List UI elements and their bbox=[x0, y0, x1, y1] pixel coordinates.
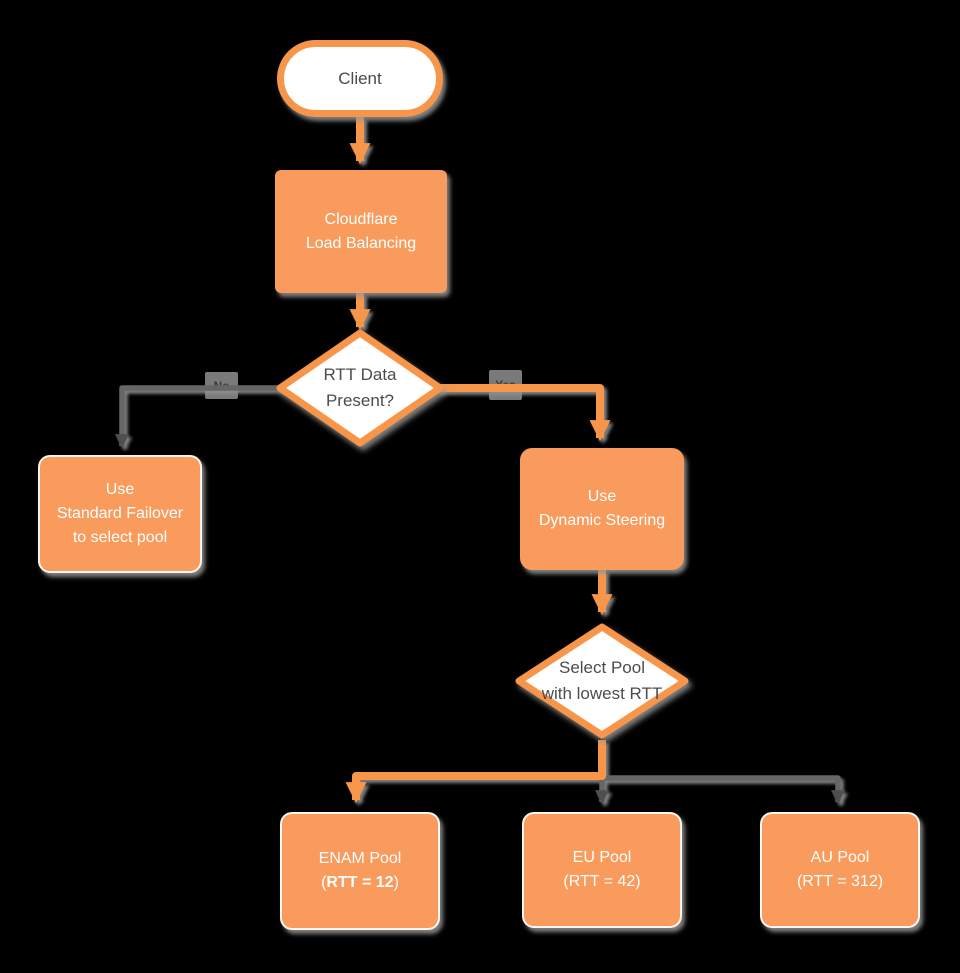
node-eu-pool-line2: (RTT = 42) bbox=[563, 873, 641, 890]
node-au-pool-line1: AU Pool bbox=[810, 849, 870, 866]
edge-select-pool-to-enam bbox=[345, 740, 606, 804]
decision-select-pool: Select Pool with lowest RTT bbox=[514, 622, 690, 740]
node-load-balancing-line1: Cloudflare bbox=[324, 210, 398, 228]
decision-rtt-text: RTT Data Present? bbox=[323, 365, 397, 410]
node-standard-failover: Use Standard Failover to select pool bbox=[38, 455, 202, 573]
node-standard-failover-line3: to select pool bbox=[72, 529, 168, 546]
edge-rtt-yes-to-dynamic-steering bbox=[436, 384, 611, 442]
edge-select-pool-to-au bbox=[602, 775, 845, 805]
node-enam-pool-line2: (RTT = 12) bbox=[321, 874, 399, 891]
rtt-diamond-shape bbox=[276, 329, 444, 447]
node-load-balancing: Cloudflare Load Balancing bbox=[275, 170, 447, 293]
node-eu-pool-line1: EU Pool bbox=[572, 849, 632, 866]
node-au-pool: AU Pool (RTT = 312) bbox=[760, 812, 920, 928]
enam-rtt-value: RTT = 12 bbox=[326, 874, 394, 891]
node-client: Client bbox=[277, 40, 443, 117]
decision-rtt-data-present: RTT Data Present? bbox=[275, 328, 445, 448]
node-client-label: Client bbox=[338, 68, 382, 88]
node-au-pool-line2: (RTT = 312) bbox=[796, 873, 884, 890]
node-enam-pool-line1: ENAM Pool bbox=[318, 850, 402, 867]
edge-rtt-no-to-standard-failover bbox=[115, 385, 284, 449]
node-eu-pool: EU Pool (RTT = 42) bbox=[522, 812, 682, 928]
node-dynamic-steering-line2: Dynamic Steering bbox=[538, 512, 666, 529]
node-standard-failover-line1: Use bbox=[105, 481, 135, 498]
node-dynamic-steering-line1: Use bbox=[587, 488, 617, 505]
node-load-balancing-line2: Load Balancing bbox=[305, 234, 417, 252]
select-pool-diamond-shape bbox=[515, 623, 689, 739]
decision-select-pool-text: Select Pool with lowest RTT bbox=[541, 658, 663, 703]
node-dynamic-steering: Use Dynamic Steering bbox=[520, 448, 684, 570]
node-standard-failover-line2: Standard Failover bbox=[56, 505, 184, 522]
node-enam-pool: ENAM Pool (RTT = 12) bbox=[280, 812, 440, 930]
